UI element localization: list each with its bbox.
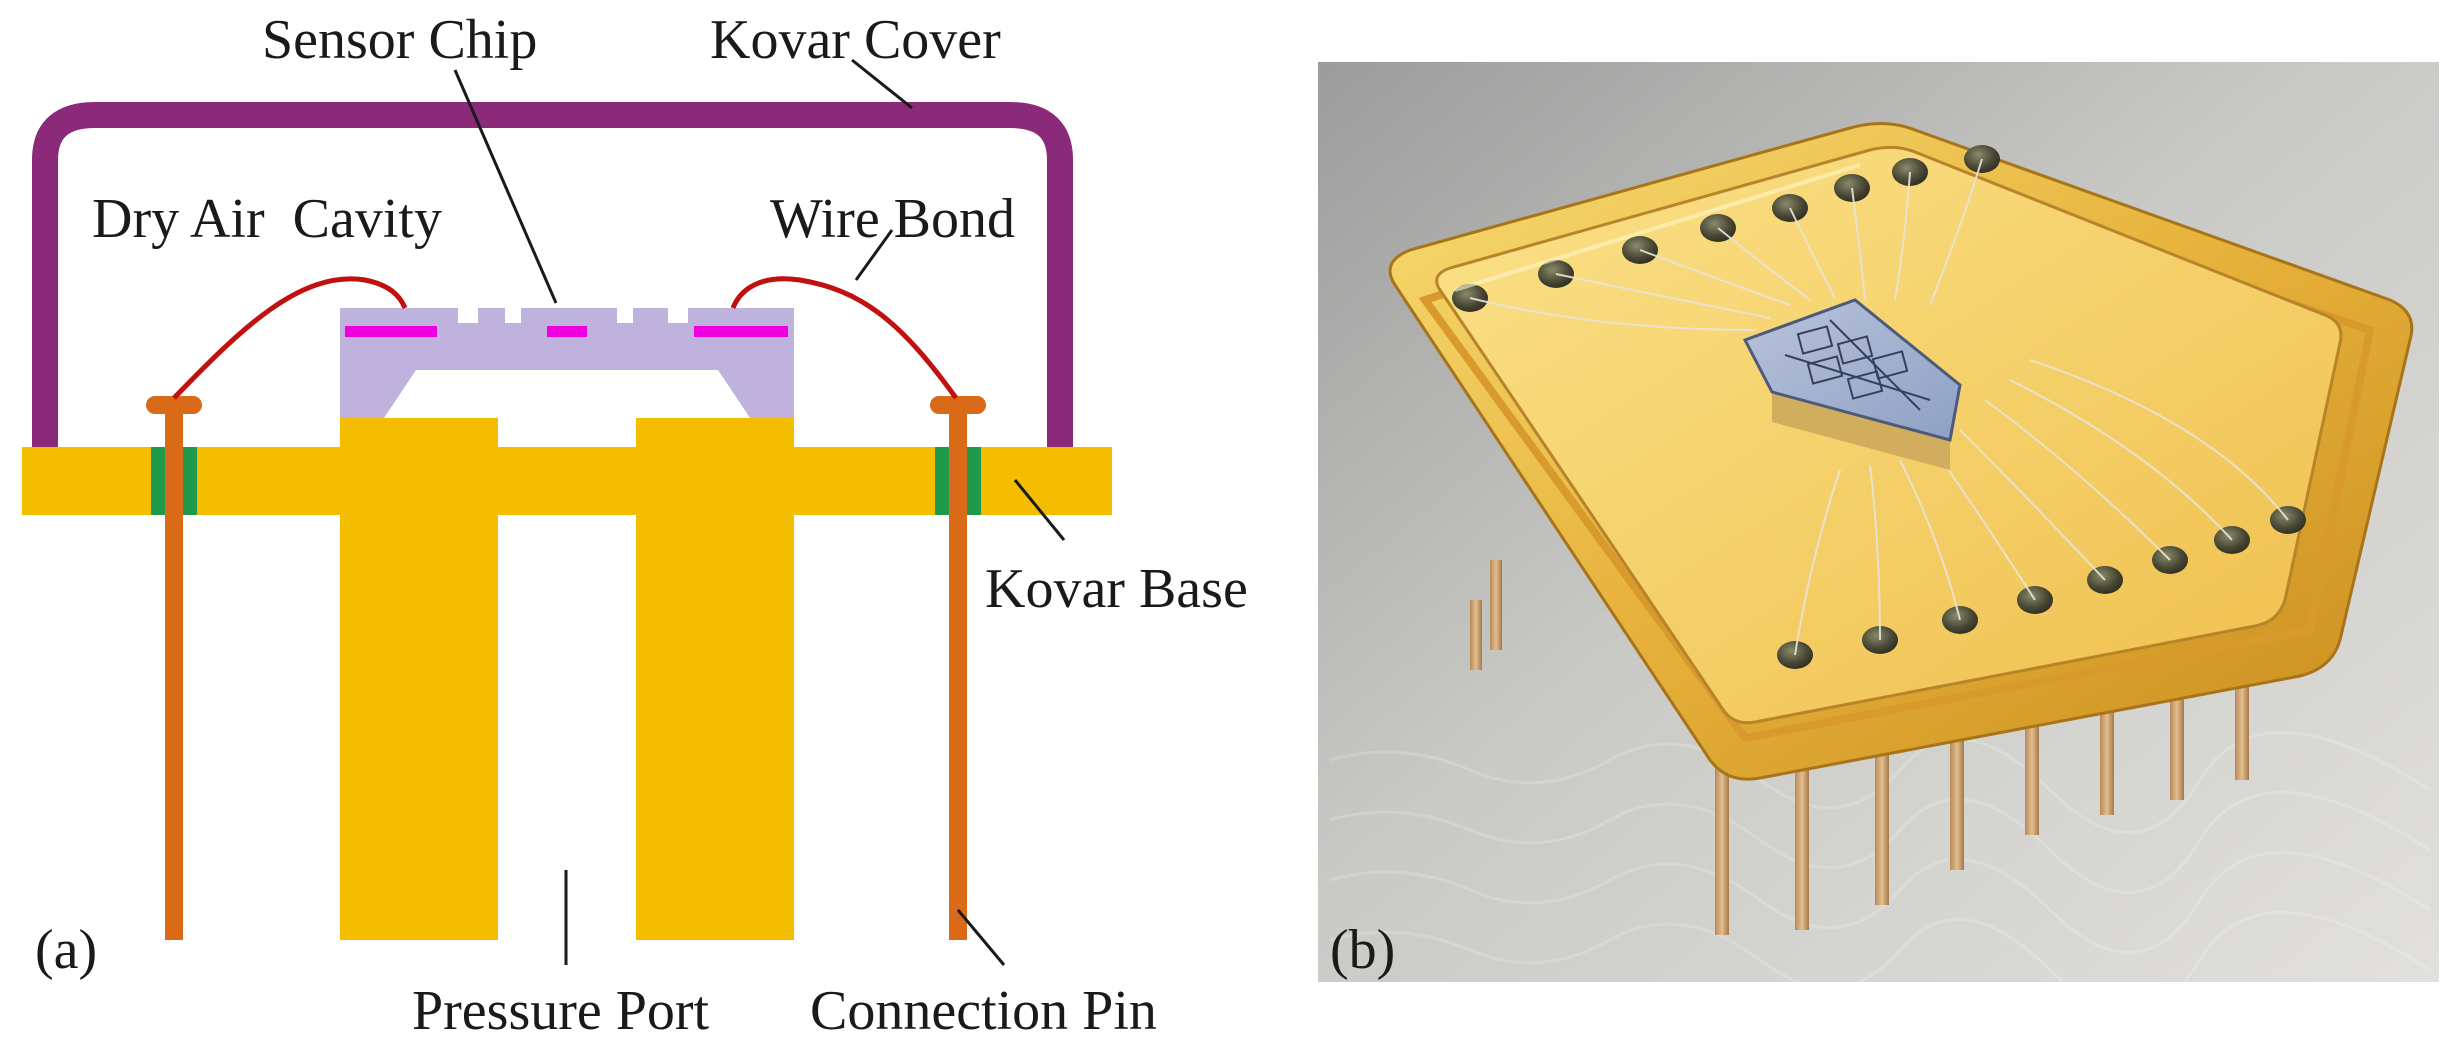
pin-head-right [930, 396, 986, 414]
chip-gap-4 [668, 305, 688, 323]
label-kovar-cover: Kovar Cover [710, 9, 1001, 71]
label-connection-pin: Connection Pin [810, 980, 1157, 1042]
leader-kovar-base [1013, 479, 1066, 541]
panel-b-tag: (b) [1330, 919, 1395, 981]
label-pressure-port: Pressure Port [412, 980, 710, 1042]
label-sensor-chip: Sensor Chip [262, 9, 537, 71]
label-dry-air-cavity: Dry Air Cavity [92, 188, 442, 250]
pin-inside-seal-left [165, 447, 183, 515]
package-pin [1950, 705, 1964, 870]
pressure-port-right-wall [636, 418, 794, 940]
package-pin [1490, 560, 1502, 650]
electrode-center [547, 326, 587, 337]
kovar-base [22, 447, 1112, 515]
package-pin [1470, 600, 1482, 670]
leader-connection-pin [956, 909, 1006, 966]
panel-b-photo: (b) [1318, 62, 2439, 1015]
leader-sensor-chip [453, 69, 558, 304]
chip-gap-3 [617, 305, 633, 323]
pin-inside-seal-right [949, 447, 967, 515]
label-kovar-base: Kovar Base [985, 558, 1248, 620]
connection-pin-right [949, 405, 967, 940]
leader-kovar-cover [851, 58, 913, 110]
photo-wire-bonds [1469, 158, 2289, 656]
label-wire-bond: Wire Bond [770, 188, 1015, 250]
pressure-port-left-wall [340, 418, 498, 940]
package-pin [1715, 760, 1729, 935]
wire-bond-left [172, 276, 408, 400]
photo-chip-pedestal [1772, 392, 1950, 470]
sensor-chip [340, 308, 794, 418]
panel-a-tag: (a) [35, 919, 97, 981]
photo-chip-pattern [1784, 319, 1931, 411]
photo-highlight [1454, 163, 1861, 292]
electrode-right [694, 326, 788, 337]
connection-pin-left [165, 405, 183, 940]
kovar-cover [32, 102, 1073, 455]
package-pin [1795, 740, 1809, 930]
wire-bond-right [730, 276, 959, 400]
package-pin [1875, 725, 1889, 905]
pin-head-left [146, 396, 202, 414]
chip-gap-2 [505, 305, 521, 323]
leader-wire-bond [854, 229, 894, 281]
photo-table-texture [1329, 731, 2431, 1015]
electrode-left [345, 326, 437, 337]
chip-gap-1 [458, 305, 478, 323]
panel-a-diagram: Sensor Chip Kovar Cover Dry Air Cavity W… [22, 9, 1248, 1042]
